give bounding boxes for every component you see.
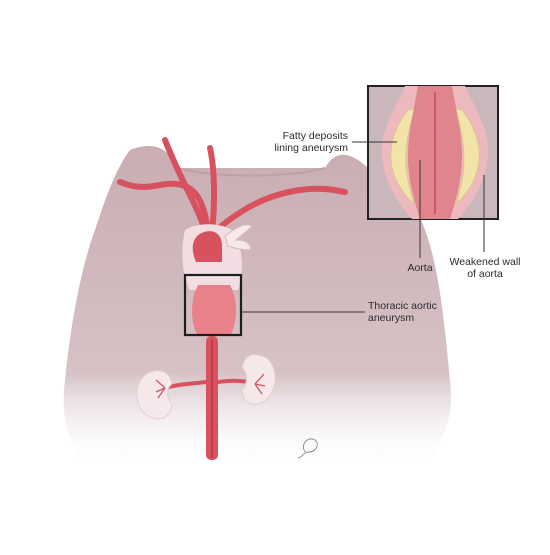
aneurysm-bulge [192, 285, 236, 336]
right-subclavian [211, 185, 348, 235]
label-fatty-deposits: Fatty deposits lining aneurysm [250, 130, 348, 154]
label-thoracic-line2: aneurysm [368, 312, 415, 324]
label-fatty-line1: Fatty deposits [282, 130, 348, 142]
right-carotid [207, 145, 218, 235]
kidney-vessels [155, 373, 266, 399]
label-weakened-line2: of aorta [467, 268, 503, 280]
inset-fatty-right [453, 107, 480, 206]
label-weakened-wall: Weakened wall of aorta [444, 256, 526, 280]
leader-lines [241, 141, 485, 313]
aortic-arch [192, 231, 222, 262]
neck-shadow [177, 167, 326, 177]
label-thoracic-line1: Thoracic aortic [368, 300, 437, 312]
label-aorta: Aorta [398, 262, 442, 274]
signature-mark [297, 438, 318, 459]
label-aorta-text: Aorta [407, 262, 433, 274]
label-weakened-line1: Weakened wall [449, 256, 521, 268]
pulmonary-branches [224, 224, 253, 251]
neck [178, 115, 325, 168]
left-kidney [136, 370, 173, 420]
left-carotid [117, 179, 211, 235]
aneurysm-highlight-box [183, 273, 243, 337]
label-fatty-line2: lining aneurysm [274, 142, 348, 154]
label-thoracic-aneurysm: Thoracic aortic aneurysm [368, 300, 468, 324]
inset-fatty-left [390, 107, 417, 206]
